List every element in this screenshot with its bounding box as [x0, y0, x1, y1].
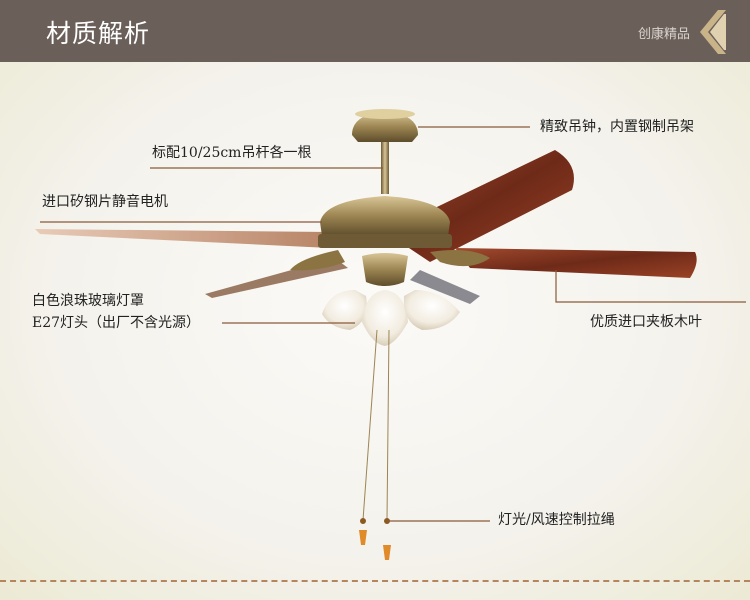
- motor-band: [318, 234, 452, 248]
- pullcord-bead-left: [360, 518, 366, 524]
- brand-chevron-icon: [700, 10, 726, 54]
- blade-arm-right: [430, 250, 490, 267]
- blade-left: [35, 229, 330, 248]
- canopy-top: [355, 109, 415, 119]
- callout-shade-line1: 白色浪珠玻璃灯罩: [32, 293, 144, 309]
- pullcord-right: [386, 329, 390, 521]
- callout-blade: 优质进口夹板木叶: [590, 314, 702, 330]
- pullcord-pendant-left: [359, 530, 367, 545]
- callout-pullcord: 灯光/风速控制拉绳: [498, 512, 615, 528]
- pullcord-left: [362, 329, 378, 521]
- glass-shade-right: [403, 290, 460, 330]
- blade-arm-left: [290, 250, 345, 271]
- canopy: [352, 112, 418, 142]
- light-kit: [362, 253, 408, 286]
- blade-lower-right: [410, 270, 480, 304]
- callout-canopy: 精致吊钟，内置钢制吊架: [540, 119, 694, 135]
- page-title: 材质解析: [46, 19, 151, 48]
- callout-shade-line2: E27灯头（出厂不含光源）: [32, 315, 201, 331]
- downrod: [381, 142, 389, 194]
- glass-shade-center: [362, 290, 408, 346]
- glass-shade-left: [322, 290, 367, 330]
- motor-housing: [320, 196, 450, 236]
- callout-lines: [40, 126, 746, 522]
- callout-line-blade: [555, 270, 746, 303]
- callout-motor: 进口矽钢片静音电机: [42, 194, 168, 210]
- blade-right: [455, 248, 697, 278]
- callout-downrod: 标配10/25cm吊杆各一根: [152, 145, 312, 161]
- header-bar: 材质解析 创康精品: [0, 0, 750, 62]
- pullcord-pendant-right: [383, 545, 391, 560]
- footer-dashed-divider: [0, 580, 750, 582]
- brand-label: 创康精品: [638, 27, 691, 42]
